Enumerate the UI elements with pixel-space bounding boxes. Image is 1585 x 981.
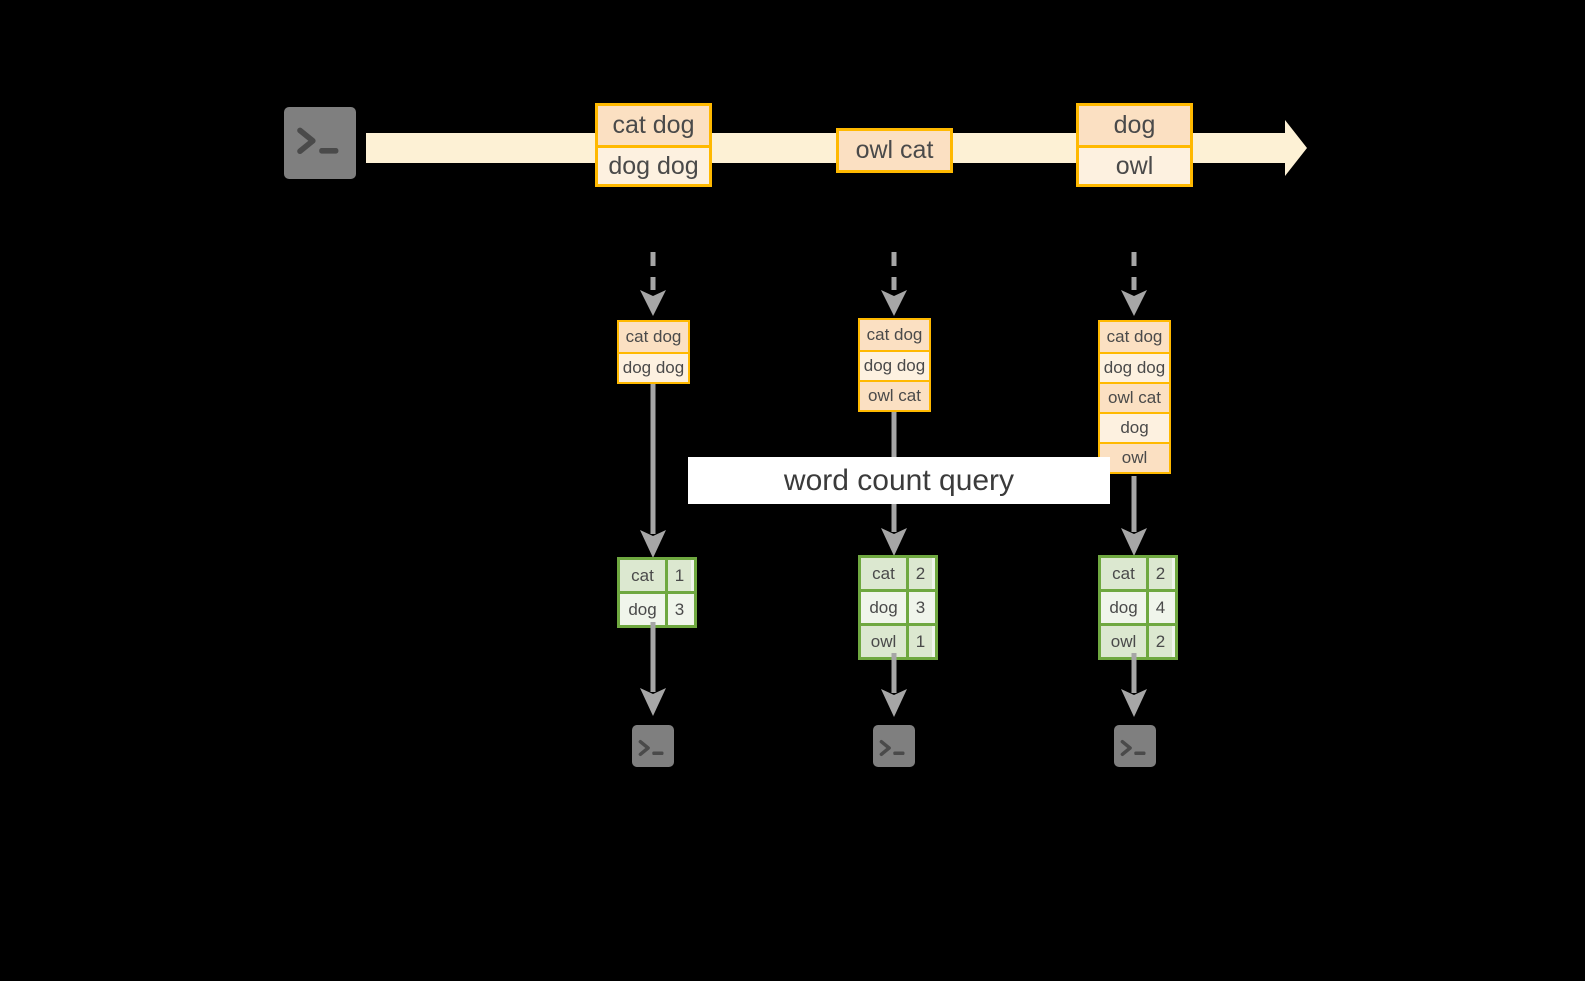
source-terminal-icon: [275, 98, 365, 188]
query-label: word count query: [688, 457, 1110, 504]
snapshot-input-stack: cat dog dog dog owl cat: [858, 318, 931, 412]
result-word: cat: [620, 560, 665, 591]
query-connector: [637, 384, 669, 560]
snapshot-input-line: owl cat: [1100, 382, 1169, 412]
word-count-result-table: cat 2 dog 4 owl 2: [1098, 555, 1178, 660]
result-to-sink-connector: [878, 653, 910, 719]
table-row: cat 2: [1101, 558, 1175, 589]
result-count: 4: [1146, 592, 1172, 623]
event-stream-arrowhead: [1285, 120, 1307, 176]
result-word: owl: [861, 626, 906, 657]
stream-record-line: owl: [1079, 145, 1190, 184]
table-row: cat 2: [861, 558, 935, 589]
table-row: owl 2: [1101, 623, 1175, 657]
stream-record-line: owl cat: [839, 131, 950, 170]
stream-record-line: dog dog: [598, 145, 709, 184]
result-word: dog: [620, 594, 665, 625]
sink-terminal-icon: [1105, 716, 1165, 776]
table-row: cat 1: [620, 560, 694, 591]
snapshot-input-line: owl: [1100, 442, 1169, 472]
table-row: dog 3: [861, 589, 935, 623]
result-to-sink-connector: [637, 622, 669, 718]
snapshot-input-line: cat dog: [860, 320, 929, 350]
snapshot-input-line: dog dog: [619, 352, 688, 382]
snapshot-input-line: dog: [1100, 412, 1169, 442]
snapshot-input-stack: cat dog dog dog: [617, 320, 690, 384]
result-count: 3: [906, 592, 932, 623]
result-word: cat: [861, 558, 906, 589]
result-count: 2: [1146, 558, 1172, 589]
table-row: dog 3: [620, 591, 694, 625]
stream-record-line: dog: [1079, 106, 1190, 145]
snapshot-input-stack: cat dog dog dog owl cat dog owl: [1098, 320, 1171, 474]
result-to-sink-connector: [1118, 653, 1150, 719]
snapshot-input-line: dog dog: [860, 350, 929, 380]
result-word: owl: [1101, 626, 1146, 657]
sink-terminal-icon: [864, 716, 924, 776]
terminal-prompt-glyph: [632, 725, 674, 767]
result-count: 1: [906, 626, 932, 657]
snapshot-input-line: dog dog: [1100, 352, 1169, 382]
stream-record: cat dog dog dog: [595, 103, 712, 187]
result-count: 1: [665, 560, 691, 591]
result-count: 2: [906, 558, 932, 589]
snapshot-input-line: cat dog: [1100, 322, 1169, 352]
table-row: owl 1: [861, 623, 935, 657]
result-count: 3: [665, 594, 691, 625]
table-row: dog 4: [1101, 589, 1175, 623]
terminal-prompt-glyph: [873, 725, 915, 767]
word-count-result-table: cat 2 dog 3 owl 1: [858, 555, 938, 660]
stream-record: owl cat: [836, 128, 953, 173]
terminal-prompt-glyph: [284, 107, 356, 179]
result-word: dog: [1101, 592, 1146, 623]
sink-terminal-icon: [623, 716, 683, 776]
stream-record: dog owl: [1076, 103, 1193, 187]
snapshot-tap-connector: [878, 252, 910, 318]
snapshot-input-line: owl cat: [860, 380, 929, 410]
snapshot-tap-connector: [637, 252, 669, 318]
terminal-prompt-glyph: [1114, 725, 1156, 767]
word-count-result-table: cat 1 dog 3: [617, 557, 697, 628]
query-connector: [1118, 476, 1150, 558]
snapshot-input-line: cat dog: [619, 322, 688, 352]
result-word: cat: [1101, 558, 1146, 589]
result-count: 2: [1146, 626, 1172, 657]
stream-record-line: cat dog: [598, 106, 709, 145]
result-word: dog: [861, 592, 906, 623]
snapshot-tap-connector: [1118, 252, 1150, 318]
